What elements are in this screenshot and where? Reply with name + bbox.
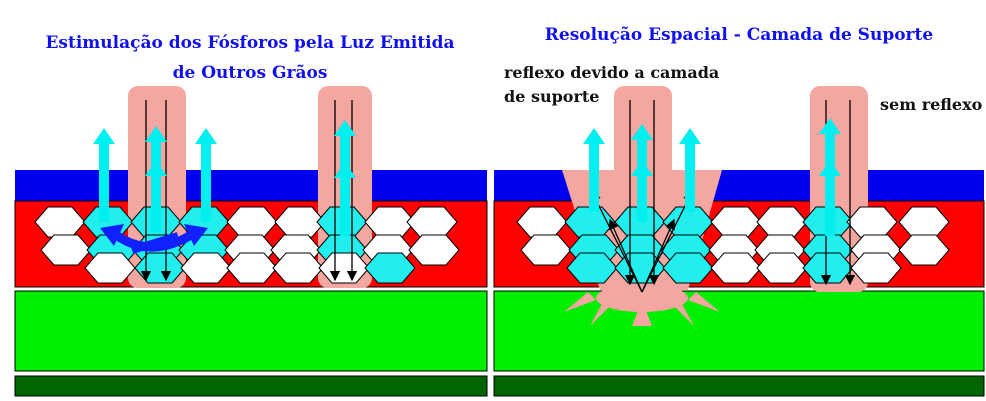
left-panel-title-line2: de Outros Grãos: [172, 63, 328, 83]
reflection-ray: [688, 292, 720, 312]
no-reflection-note: sem reflexo: [880, 95, 983, 114]
left-panel-phosphor-stimulation: Estimulação dos Fósforos pela Luz Emitid…: [0, 0, 490, 401]
right-panel-illustration: [493, 86, 985, 397]
support-layer: [14, 290, 488, 372]
reflection-note-line1: reflexo devido a camada: [504, 63, 720, 82]
right-panel-title: Resolução Espacial - Camada de Suporte: [544, 25, 934, 45]
emission-arrow: [195, 128, 217, 222]
reflected-ray-line: [641, 190, 693, 293]
phosphor-grain: [850, 252, 902, 284]
reflection-ray: [590, 300, 612, 326]
reflection-spot: [596, 284, 688, 312]
reflected-ray-line: [641, 218, 676, 293]
blue-protective-layer: [15, 170, 487, 201]
reflection-ray: [632, 300, 652, 326]
scatter-arrow: [130, 232, 180, 254]
reflection-ray: [564, 292, 596, 312]
left-panel-title-line1: Estimulação dos Fósforos pela Luz Emitid…: [45, 33, 455, 53]
reflection-ray: [672, 300, 694, 326]
emission-arrow: [334, 162, 356, 236]
phosphor-grain: [364, 252, 416, 284]
emission-arrow: [583, 128, 605, 212]
emission-arrow: [679, 128, 701, 212]
emission-arrow: [631, 160, 653, 222]
phosphor-grain: [408, 234, 460, 266]
left-panel-illustration: [14, 86, 488, 397]
reflected-ray-line: [608, 218, 643, 293]
phosphor-grain: [846, 206, 898, 238]
emission-arrow: [819, 160, 841, 236]
base-layer: [14, 375, 488, 397]
emission-arrow: [93, 128, 115, 222]
scatter-arrow-head: [100, 224, 124, 246]
reflected-ray-line: [591, 190, 643, 293]
phosphor-grain: [898, 234, 950, 266]
right-panel-spatial-resolution: Resolução Espacial - Camada de Suporte r…: [492, 0, 986, 401]
base-layer: [493, 375, 985, 397]
reflection-note-line2: de suporte: [504, 87, 600, 106]
emission-arrow: [145, 160, 167, 232]
scatter-arrow-head: [184, 224, 208, 246]
support-layer: [493, 290, 985, 372]
